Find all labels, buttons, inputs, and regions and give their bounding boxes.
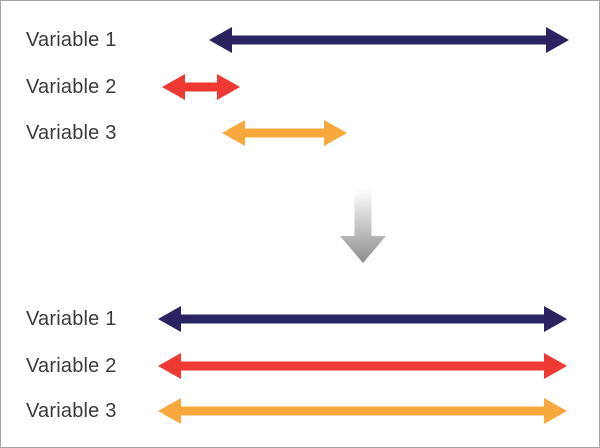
bottom-variable-2-label: Variable 2 [26, 355, 117, 377]
double-headed-arrow-icon [209, 27, 569, 53]
top-variable-1-label: Variable 1 [26, 29, 117, 51]
arrow-shape [158, 353, 567, 379]
top-variable-3-label: Variable 3 [26, 122, 117, 144]
double-headed-arrow-icon [222, 120, 347, 146]
arrow-shape [158, 398, 567, 424]
down-arrow-shape [340, 189, 386, 263]
arrow-shape [222, 120, 347, 146]
arrow-shape [209, 27, 569, 53]
double-headed-arrow-icon [158, 353, 567, 379]
bottom-variable-1-label: Variable 1 [26, 308, 117, 330]
top-variable-2-label: Variable 2 [26, 76, 117, 98]
double-headed-arrow-icon [158, 398, 567, 424]
bottom-variable-3-label: Variable 3 [26, 400, 117, 422]
arrow-shape [158, 306, 567, 332]
down-arrow-icon [340, 189, 386, 263]
arrow-shape [162, 74, 240, 100]
double-headed-arrow-icon [158, 306, 567, 332]
double-headed-arrow-icon [162, 74, 240, 100]
